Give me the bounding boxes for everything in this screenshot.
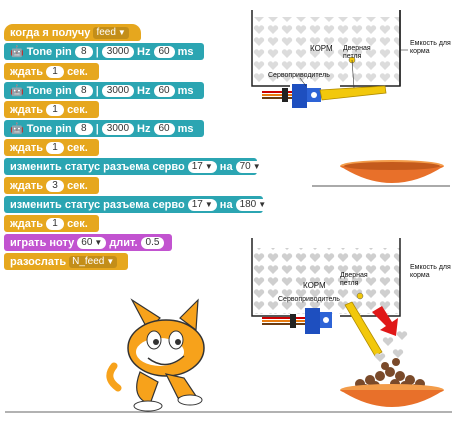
dropdown-arrow-icon: ▼ (204, 161, 213, 171)
servo-angle-dropdown[interactable]: 70▼ (235, 160, 265, 173)
door-hinge-label-bottom: Дверная петля (340, 272, 368, 287)
block-label: ждать (10, 103, 44, 116)
separator: | (95, 122, 99, 135)
unit-label: Hz (137, 122, 151, 135)
block-label: длит. (109, 236, 138, 249)
unit-label: Hz (137, 45, 151, 58)
block-label: разослать (10, 255, 67, 268)
unit-label: ms (177, 45, 194, 58)
dropdown-arrow-icon: ▼ (117, 27, 126, 37)
dropdown-arrow-icon: ▼ (258, 199, 267, 209)
servo-label-top: Сервоприводитель (268, 72, 330, 79)
block-label: на (219, 160, 233, 173)
block-label: ждать (10, 217, 44, 230)
block-label: изменить статус разъема серво (10, 160, 185, 173)
block-label: ждать (10, 141, 44, 154)
message-dropdown[interactable]: N_feed▼ (69, 255, 118, 268)
servo-icon (292, 84, 307, 108)
unit-label: сек. (67, 141, 88, 154)
door-flap (344, 301, 383, 357)
wait-block[interactable]: ждать 1 сек. (4, 63, 99, 80)
wait-block[interactable]: ждать 3 сек. (4, 177, 99, 194)
wait-block[interactable]: ждать 1 сек. (4, 139, 99, 156)
dropdown-arrow-icon: ▼ (204, 199, 213, 209)
tank-label-top: Емкость для корма (410, 40, 451, 55)
pin-input[interactable]: 8 (74, 45, 93, 58)
block-label: ждать (10, 179, 44, 192)
door-flap (319, 85, 387, 101)
unit-label: сек. (67, 65, 88, 78)
top-feeder (251, 10, 408, 108)
when-receive-block[interactable]: когда я получу feed▼ (4, 24, 141, 41)
tone-pin-block[interactable]: 🤖 Tone pin 8 | 3000 Hz 60 ms (4, 120, 204, 137)
duration-input[interactable]: 60 (153, 84, 175, 97)
scratch-cat-sprite[interactable] (106, 298, 205, 412)
door-hinge-label-top: Дверная петля (343, 45, 371, 60)
block-label: на (219, 198, 233, 211)
unit-label: сек. (67, 217, 88, 230)
broadcast-block[interactable]: разослать N_feed▼ (4, 253, 128, 270)
block-label: изменить статус разъема серво (10, 198, 185, 211)
bottom-feeder (251, 238, 408, 362)
block-label: Tone pin (26, 122, 72, 135)
dropdown-arrow-icon: ▼ (252, 161, 261, 171)
pin-input[interactable]: 8 (74, 84, 93, 97)
servo-pin-dropdown[interactable]: 17▼ (187, 160, 217, 173)
arrow-icon (372, 306, 398, 336)
seconds-input[interactable]: 3 (46, 179, 65, 192)
tone-pin-block[interactable]: 🤖 Tone pin 8 | 3000 Hz 60 ms (4, 82, 204, 99)
unit-label: ms (177, 84, 194, 97)
servo-set-block[interactable]: изменить статус разъема серво 17▼ на 180… (4, 196, 271, 213)
robot-icon: 🤖 (10, 46, 24, 58)
bottom-bowl (5, 358, 452, 413)
seconds-input[interactable]: 1 (46, 103, 65, 116)
message-dropdown[interactable]: feed▼ (93, 26, 129, 39)
robot-icon: 🤖 (10, 123, 24, 135)
unit-label: ms (177, 122, 194, 135)
seconds-input[interactable]: 1 (46, 217, 65, 230)
dropdown-arrow-icon: ▼ (94, 237, 103, 247)
dropdown-arrow-icon: ▼ (106, 256, 115, 266)
wait-block[interactable]: ждать 1 сек. (4, 215, 99, 232)
servo-icon (305, 308, 320, 334)
unit-label: Hz (137, 84, 151, 97)
block-label: играть ноту (10, 236, 75, 249)
food-label-top: КОРМ (310, 44, 333, 53)
unit-label: сек. (67, 103, 88, 116)
pin-input[interactable]: 8 (74, 122, 93, 135)
duration-input[interactable]: 60 (153, 122, 175, 135)
servo-set-block[interactable]: изменить статус разъема серво 17▼ на 70▼ (4, 158, 265, 175)
tone-pin-block[interactable]: 🤖 Tone pin 8 | 3000 Hz 60 ms (4, 43, 204, 60)
play-note-block[interactable]: играть ноту 60▼ длит. 0.5 (4, 234, 172, 251)
block-label: Tone pin (26, 45, 72, 58)
robot-icon: 🤖 (10, 85, 24, 97)
block-label: когда я получу (10, 26, 91, 39)
seconds-input[interactable]: 1 (46, 65, 65, 78)
frequency-input[interactable]: 3000 (101, 122, 135, 135)
frequency-input[interactable]: 3000 (101, 84, 135, 97)
separator: | (95, 45, 99, 58)
top-bowl (312, 160, 450, 187)
servo-pin-dropdown[interactable]: 17▼ (187, 198, 217, 211)
tank-label-bottom: Емкость для корма (410, 264, 451, 279)
servo-angle-dropdown[interactable]: 180▼ (235, 198, 271, 211)
duration-input[interactable]: 60 (153, 45, 175, 58)
servo-label-bottom: Сервоприводитель (278, 296, 340, 303)
wait-block[interactable]: ждать 1 сек. (4, 101, 99, 118)
block-label: ждать (10, 65, 44, 78)
note-dropdown[interactable]: 60▼ (77, 236, 107, 249)
unit-label: сек. (67, 179, 88, 192)
food-label-bottom: КОРМ (303, 281, 326, 290)
beats-input[interactable]: 0.5 (140, 236, 165, 249)
separator: | (95, 84, 99, 97)
frequency-input[interactable]: 3000 (101, 45, 135, 58)
seconds-input[interactable]: 1 (46, 141, 65, 154)
block-label: Tone pin (26, 84, 72, 97)
